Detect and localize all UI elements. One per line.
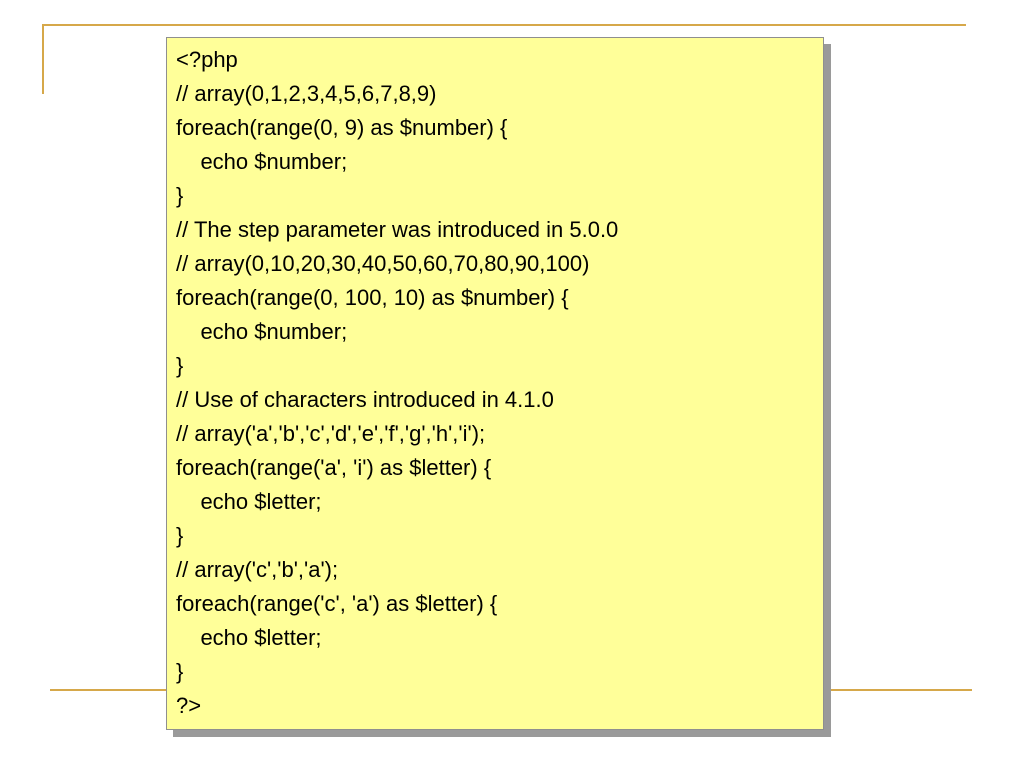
code-line: echo $number; [176, 319, 348, 344]
code-line: echo $letter; [176, 489, 322, 514]
code-line: } [176, 659, 184, 684]
code-line: foreach(range('a', 'i') as $letter) { [176, 455, 492, 480]
code-line: } [176, 523, 184, 548]
top-accent-rule [42, 24, 966, 26]
code-line: echo $letter; [176, 625, 322, 650]
code-line: foreach(range(0, 9) as $number) { [176, 115, 508, 140]
code-line: foreach(range(0, 100, 10) as $number) { [176, 285, 569, 310]
code-line: echo $number; [176, 149, 348, 174]
code-line: } [176, 183, 184, 208]
code-line: // array('a','b','c','d','e','f','g','h'… [176, 421, 486, 446]
code-line: // array(0,1,2,3,4,5,6,7,8,9) [176, 81, 437, 106]
code-line: ?> [176, 693, 202, 718]
code-line: foreach(range('c', 'a') as $letter) { [176, 591, 498, 616]
code-line: // The step parameter was introduced in … [176, 217, 619, 242]
code-line: // array('c','b','a'); [176, 557, 339, 582]
code-line: } [176, 353, 184, 378]
code-line: // array(0,10,20,30,40,50,60,70,80,90,10… [176, 251, 590, 276]
code-line: <?php [176, 47, 238, 72]
code-block: <?php // array(0,1,2,3,4,5,6,7,8,9) fore… [166, 37, 824, 730]
left-accent-rule [42, 24, 44, 94]
code-line: // Use of characters introduced in 4.1.0 [176, 387, 554, 412]
